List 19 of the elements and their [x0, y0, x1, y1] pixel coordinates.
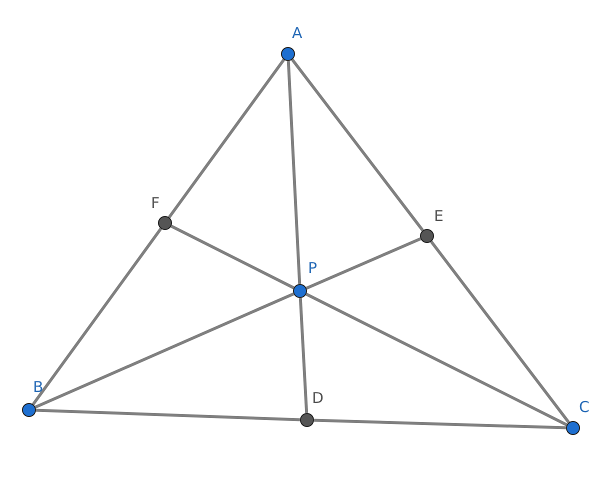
line-segment: [170, 224, 294, 290]
point-label: E: [434, 207, 444, 225]
line-segment: [291, 58, 424, 232]
line-segment: [306, 292, 568, 426]
line-segment: [430, 240, 570, 424]
line-segment: [298, 298, 308, 414]
point-label: D: [312, 389, 324, 407]
line-segment: [306, 237, 422, 290]
point-label: F: [151, 194, 160, 212]
line-segment: [36, 408, 300, 422]
point-label: C: [579, 398, 590, 416]
line-segment: [32, 228, 162, 406]
point-label: P: [308, 259, 318, 277]
line-segment: [286, 60, 302, 284]
point-label: A: [292, 24, 302, 42]
line-segment: [314, 418, 566, 430]
point-label: B: [33, 378, 44, 396]
line-segment: [168, 58, 286, 218]
line-segment: [34, 292, 294, 409]
